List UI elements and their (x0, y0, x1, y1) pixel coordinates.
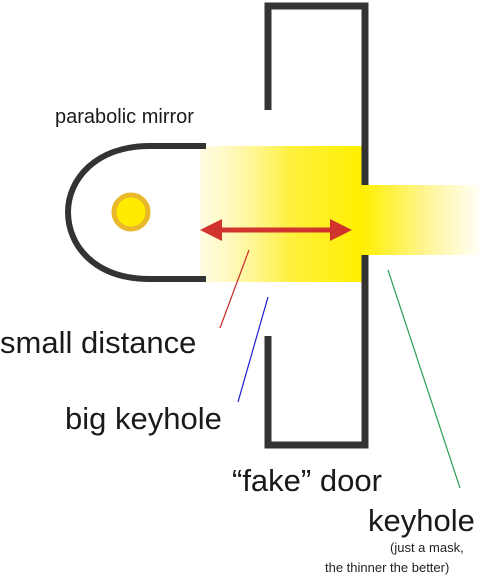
big-keyhole-label: big keyhole (65, 401, 222, 436)
fake-door-label: “fake” door (232, 463, 382, 498)
big-keyhole-pointer (237, 296, 269, 403)
fake-door-top (264, 2, 369, 185)
keyhole-note-line1: (just a mask, (390, 540, 464, 555)
small-distance-label: small distance (0, 325, 197, 360)
parabolic-mirror (64, 143, 206, 282)
fake-door-bottom (264, 255, 369, 449)
light-beam-outside (362, 185, 484, 255)
keyhole-pointer (387, 269, 461, 489)
small-distance-pointer (219, 249, 250, 329)
keyhole-label: keyhole (368, 503, 475, 538)
small-distance-arrowhead-right (330, 219, 352, 241)
small-distance-arrowhead-left (200, 219, 222, 241)
lamp-bulb (111, 192, 151, 232)
keyhole-note-line2: the thinner the better) (325, 560, 450, 575)
parabolic-mirror-label: parabolic mirror (55, 106, 194, 128)
light-beam-inside (200, 146, 362, 282)
